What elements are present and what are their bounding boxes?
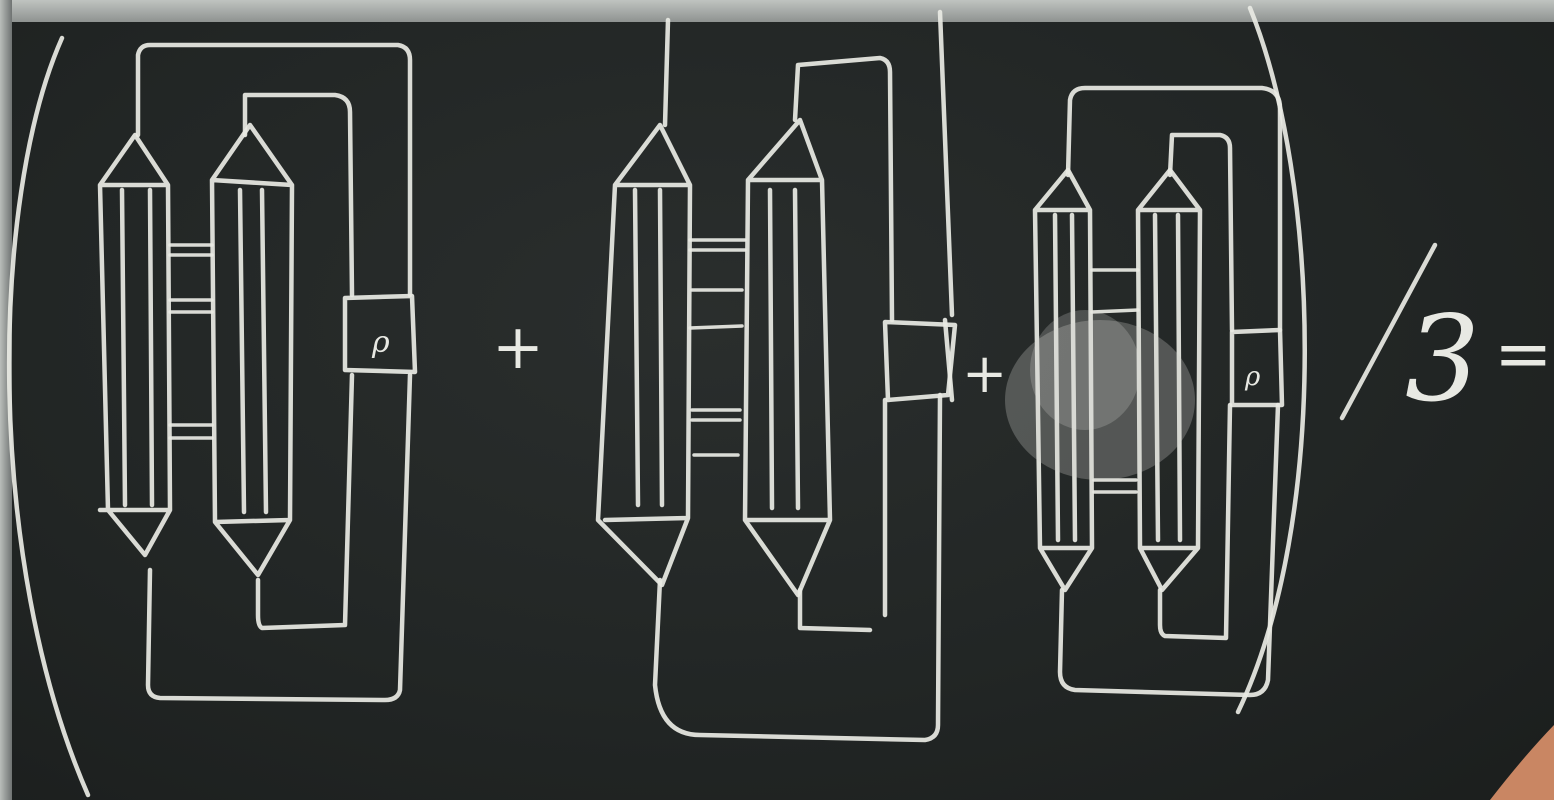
- plus-operator-1: +: [492, 310, 544, 383]
- term-2-pencil-right: [745, 120, 830, 595]
- term-1-rho-symbol: ρ: [371, 325, 390, 360]
- term-2-bridges: [690, 240, 745, 455]
- term-3-diagram: ρ: [1005, 88, 1282, 695]
- term-2-vertical-line: [940, 12, 952, 400]
- divisor-digit: 3: [1405, 290, 1480, 428]
- eraser-smudge-core: [1030, 310, 1140, 430]
- equals-sign: =: [1494, 313, 1553, 395]
- plus-operator-2: +: [962, 342, 1007, 405]
- term-1-bridges: [170, 245, 212, 438]
- presenter-hand: [1490, 725, 1554, 800]
- term-1-pencil-left: [100, 135, 170, 555]
- term-1-diagram: ρ: [100, 45, 415, 700]
- term-2-diagram: [598, 12, 955, 740]
- term-3-rho-symbol: ρ: [1244, 362, 1261, 392]
- term-1-pencil-right: [212, 125, 292, 575]
- left-parenthesis: [9, 38, 88, 795]
- term-2-pencil-left: [598, 125, 690, 585]
- term-1-inner-loop: [245, 95, 352, 628]
